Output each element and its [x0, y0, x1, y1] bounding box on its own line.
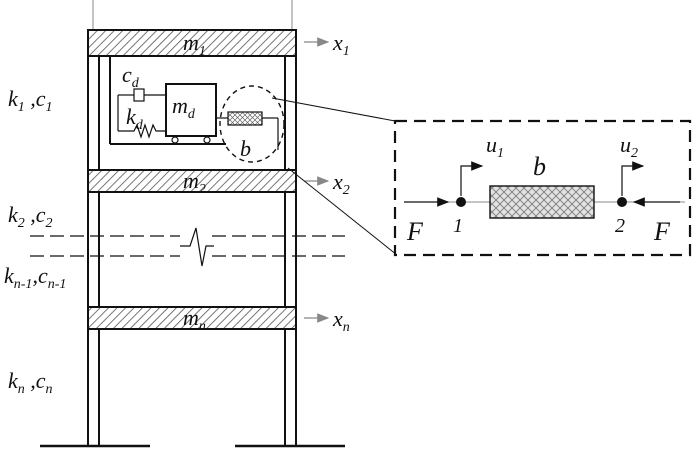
damper-element-b-label: b — [240, 136, 251, 161]
frame-top-extensions — [92, 0, 293, 30]
detail-element-b — [489, 185, 595, 219]
story-label-n-1: kn-1,cn-1 — [4, 263, 66, 292]
damper-kd-label: kd — [126, 104, 144, 133]
story-label-n: kn ,cn — [8, 368, 53, 397]
floor-slab-2 — [87, 169, 297, 193]
damper-cd-label: cd — [122, 62, 140, 91]
disp-label-x2: x2 — [332, 169, 350, 198]
detail-node-2-label: 2 — [615, 215, 625, 237]
damper-md-label: md — [172, 93, 196, 122]
detail-force-right: F — [653, 217, 671, 246]
story-label-2: k2 ,c2 — [8, 202, 53, 231]
detail-force-left: F — [406, 217, 424, 246]
detail-u1-label: u1 — [486, 132, 504, 161]
node-2-dot — [617, 197, 627, 207]
floor-slab-1 — [87, 29, 297, 57]
mass-label-m2: m2 — [183, 168, 206, 197]
node-1-dot — [456, 197, 466, 207]
detail-panel — [393, 119, 692, 257]
mass-label-mn: mn — [183, 305, 206, 334]
story-label-1: k1 ,c1 — [8, 86, 53, 115]
mass-label-m1: m1 — [183, 30, 206, 59]
detail-u2-label: u2 — [620, 132, 638, 161]
u1-arrow — [460, 161, 484, 196]
damper-system — [109, 56, 285, 163]
floor-slab-n — [87, 306, 297, 330]
detail-node-1-label: 1 — [453, 215, 463, 237]
detail-leader-lines — [271, 97, 398, 256]
detail-element-label: b — [533, 152, 546, 181]
disp-label-x1: x1 — [332, 30, 350, 59]
left-column — [87, 56, 100, 445]
right-column — [284, 56, 297, 445]
u2-arrow — [621, 161, 645, 196]
break-lines — [30, 227, 345, 267]
displacement-arrows — [304, 37, 330, 323]
disp-label-xn: xn — [332, 306, 350, 335]
